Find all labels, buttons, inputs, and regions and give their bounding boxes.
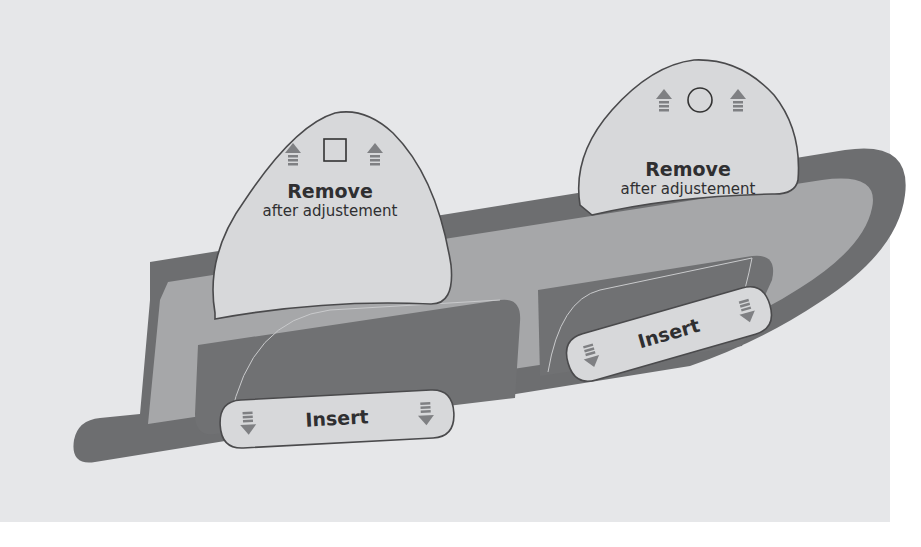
down-arrow [580, 343, 602, 370]
square-symbol [324, 139, 346, 161]
tray-outer [73, 148, 905, 462]
tab-heading: Insert [636, 315, 703, 353]
down-arrow [240, 411, 257, 435]
left-pad [195, 300, 520, 435]
tab-note: after adjustement [263, 203, 398, 220]
down-arrow [736, 298, 758, 325]
text-group: Removeafter adjustement [205, 181, 455, 220]
remove-tab: Removeafter adjustement [205, 105, 455, 325]
tab-heading: Insert [305, 406, 369, 431]
text-group: Removeafter adjustement [572, 159, 804, 198]
remove-tab: Removeafter adjustement [572, 55, 804, 220]
up-arrow [656, 89, 672, 112]
circle-symbol [688, 88, 712, 112]
tab-note: after adjustement [621, 181, 756, 198]
down-arrow [417, 402, 434, 426]
tab-heading: Remove [287, 181, 373, 203]
tab-heading: Remove [645, 159, 731, 181]
up-arrow [367, 143, 383, 166]
up-arrow [730, 89, 746, 112]
up-arrow [285, 143, 301, 166]
